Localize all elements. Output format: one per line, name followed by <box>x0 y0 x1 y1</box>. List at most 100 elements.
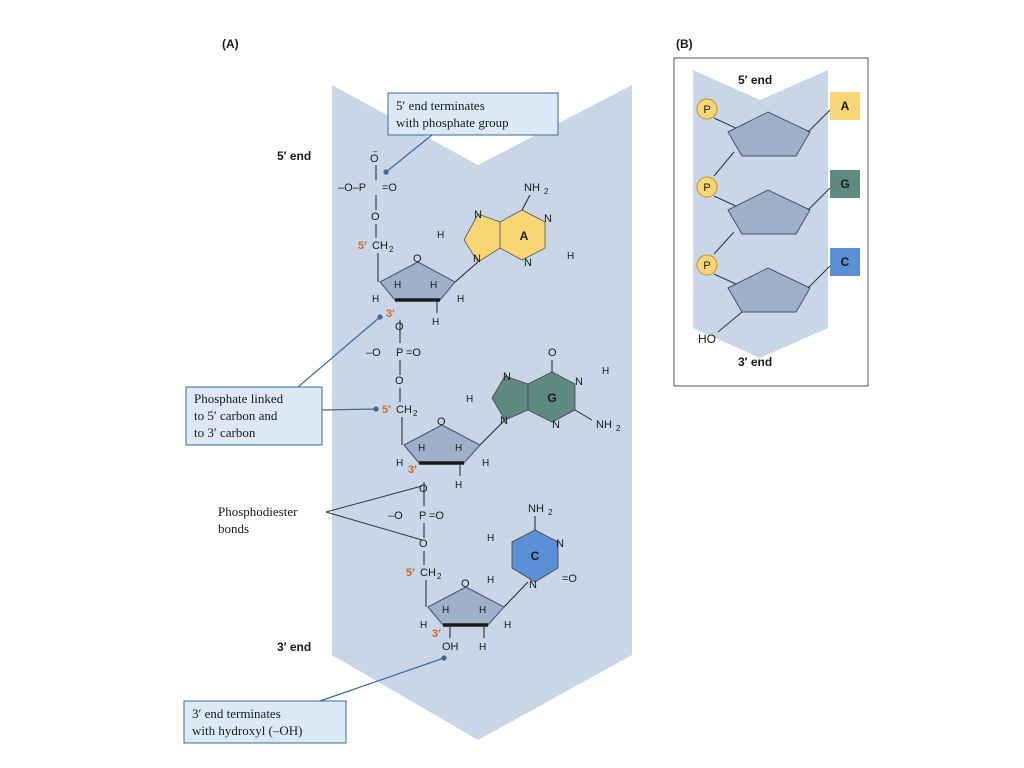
sugar1-h1: H <box>394 280 401 291</box>
sugar3-h2: H <box>479 605 486 616</box>
base-a-nh: NH <box>524 182 540 194</box>
base-a-n3: N <box>524 257 532 269</box>
base-c: C N N H H NH 2 =O <box>487 503 577 591</box>
five-end-label: 5′ end <box>277 149 311 163</box>
sugar2-ring-o: O <box>437 416 446 428</box>
sugar2-h1: H <box>418 443 425 454</box>
sugar3-ring-o: O <box>461 578 470 590</box>
panel-b: (B) 5′ end 3′ end P A P G <box>673 37 869 387</box>
panel-b-hydroxyl: HO <box>698 332 716 346</box>
base-c-nh-sub: 2 <box>548 508 553 517</box>
sugar2-h2: H <box>455 443 462 454</box>
sugar1-h3: H <box>372 294 379 305</box>
sugar3-h4: H <box>504 620 511 631</box>
callout-three-prime-line1: 3′ end terminates <box>192 706 281 721</box>
base-a-n1: N <box>544 213 552 225</box>
panel-b-three-end: 3′ end <box>738 355 772 369</box>
base-a-letter: A <box>520 229 529 243</box>
base-g-o6: O <box>548 347 557 359</box>
base-a: A N N N N H H NH 2 <box>437 182 574 269</box>
phosphate1-o-top-charge: – <box>373 147 378 156</box>
base-c-n3: N <box>556 538 564 550</box>
base-c-nh: NH <box>528 503 544 515</box>
phosphate2-o-minus: –O <box>366 347 381 359</box>
base-g-n3: N <box>552 419 560 431</box>
panel-a: (A) 5′ end 3′ end 5′ end terminates with… <box>183 37 632 744</box>
sugar3-h1: H <box>442 605 449 616</box>
phosphodiester-line2: bonds <box>218 521 249 536</box>
base-a-nh-sub: 2 <box>544 187 549 196</box>
sugar3-h5: H <box>479 642 486 653</box>
phosphate1-o-top: O <box>370 153 379 165</box>
carbon5-label-1: 5′ <box>358 240 367 252</box>
callout-phosphate-line2: to 5′ carbon and <box>194 408 278 423</box>
panel-a-label: (A) <box>222 37 239 51</box>
sugar1-h2: H <box>430 280 437 291</box>
phosphate2-o-upper: O <box>395 321 404 333</box>
base-g-n1: N <box>575 376 583 388</box>
panel-b-five-end: 5′ end <box>738 73 772 87</box>
carbon3-label-3: 3′ <box>432 628 441 640</box>
base-g-letter: G <box>547 391 556 405</box>
base-a-h8: H <box>437 230 444 241</box>
panel-b-sugar-2 <box>727 189 811 235</box>
phosphate1-eq-o: =O <box>382 182 397 194</box>
callout-phosphate-line1: Phosphate linked <box>194 391 284 406</box>
panel-b-label: (B) <box>676 37 693 51</box>
phosphate1-o-bridge: O <box>371 211 380 223</box>
sugar2-h3: H <box>396 458 403 469</box>
base-g-h1: H <box>602 366 609 377</box>
phosphate2-o-bridge: O <box>395 375 404 387</box>
phosphodiester-line1: Phosphodiester <box>218 504 298 519</box>
panel-b-phosphate-2 <box>696 176 718 198</box>
base-g-nh: NH <box>596 419 612 431</box>
phosphate3-eq-o: =O <box>429 510 444 522</box>
sugar3-h3: H <box>420 620 427 631</box>
base-c-h5: H <box>487 533 494 544</box>
phosphate3-o-upper: O <box>419 483 428 495</box>
base-c-o2: =O <box>562 573 577 585</box>
carbon5-label-2: 5′ <box>382 404 391 416</box>
callout-three-prime-line2: with hydroxyl (–OH) <box>192 723 303 738</box>
panel-b-phosphate-1 <box>696 98 718 120</box>
base-a-n9: N <box>473 253 481 265</box>
panel-b-base-g <box>830 170 860 198</box>
phosphate2-p: P <box>396 347 403 359</box>
base-a-h2: H <box>567 251 574 262</box>
panel-b-base-c <box>830 248 860 276</box>
callout-phosphate-line3: to 3′ carbon <box>194 425 256 440</box>
panel-b-nucleotide-g: P G <box>696 170 860 255</box>
base-g-nh-sub: 2 <box>616 424 621 433</box>
base-g-h8: H <box>466 394 473 405</box>
sugar2-h5: H <box>455 480 462 491</box>
sugar1-h5: H <box>432 317 439 328</box>
callout-three-prime: 3′ end terminates with hydroxyl (–OH) <box>183 655 447 744</box>
ch2-2-sub: 2 <box>413 409 418 418</box>
ch2-3-sub: 2 <box>437 572 442 581</box>
base-g-n9: N <box>500 415 508 427</box>
phosphate3-o-minus: –O <box>388 510 403 522</box>
panel-b-phosphate-3 <box>696 254 718 276</box>
sugar1-h4: H <box>457 294 464 305</box>
base-c-n1: N <box>529 579 537 591</box>
nucleotide-a: O – –O–P =O O 5′ CH 2 O H H H H 3′ H <box>338 147 574 328</box>
callout-phosphate-linked: Phosphate linked to 5′ carbon and to 3′ … <box>185 314 383 446</box>
callout-five-prime-line2: with phosphate group <box>396 115 509 130</box>
ch2-1: CH <box>372 240 388 252</box>
phosphate1-o-minus-p: –O–P <box>338 182 366 194</box>
panel-b-sugar-1 <box>727 111 811 157</box>
phosphate2-eq-o: =O <box>406 347 421 359</box>
panel-b-nucleotide-a: P A <box>696 92 860 177</box>
base-c-h6: H <box>487 575 494 586</box>
backbone-band <box>332 85 632 740</box>
nucleotide-g: O –O P =O O 5′ CH 2 O H H H H 3′ H <box>366 320 621 491</box>
hydroxyl-oh: OH <box>442 641 459 653</box>
carbon3-label-1: 3′ <box>386 308 395 320</box>
base-g-n7: N <box>503 371 511 383</box>
panel-b-base-a <box>830 92 860 120</box>
three-end-label: 3′ end <box>277 640 311 654</box>
callout-five-prime-line1: 5′ end terminates <box>396 98 485 113</box>
ch2-3: CH <box>420 567 436 579</box>
panel-b-base-a-letter: A <box>841 99 850 113</box>
